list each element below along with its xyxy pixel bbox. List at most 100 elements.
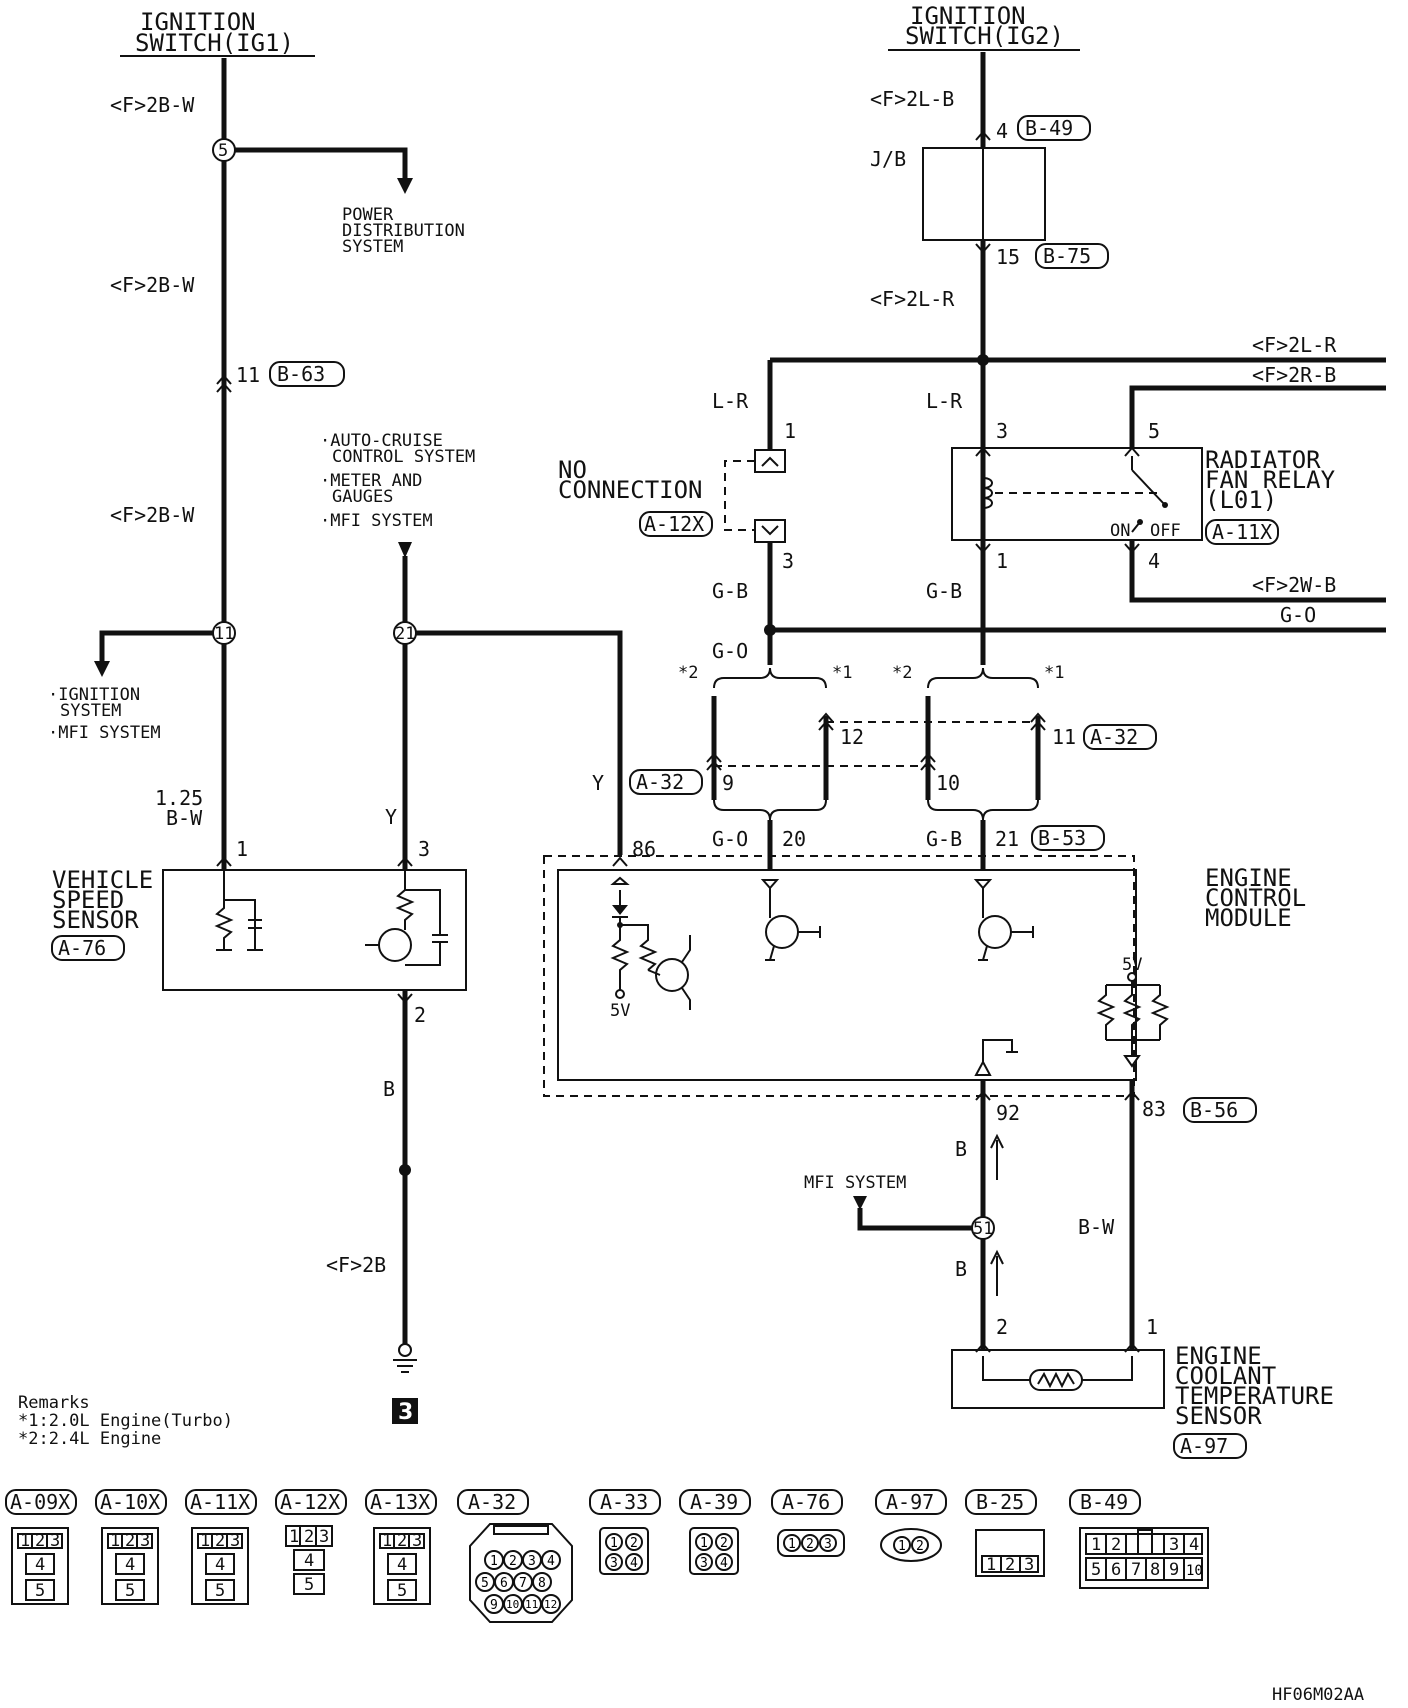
ignition-branch-wire [99,630,213,665]
mfi-label-left: ·MFI SYSTEM [48,723,161,743]
wire-size: 1.25 [155,786,203,810]
relay-switch-icon [1131,456,1168,533]
pin-number: 3 [996,419,1008,443]
pin-number: 9 [722,771,734,795]
no-connect-terminal-2 [754,519,786,543]
ecm-output-transistor-1 [760,879,821,961]
remark-2: *2:2.4L Engine [18,1429,161,1449]
legend-pin: 4 [35,1555,45,1575]
wire-label: <F>2L-B [870,87,954,111]
legend-pin: 3 [528,1554,536,1569]
connector-chevron-icon [975,543,991,554]
jb-label: J/B [870,147,906,171]
legend-pin: 2 [806,1537,814,1552]
legend-pin: 2 [35,1531,45,1551]
variant-mark: *1 [1044,663,1064,683]
legend-pin: 3 [50,1531,60,1551]
pin-number: 1 [784,419,796,443]
legend-pin: 1 [700,1536,708,1551]
legend-pin: 1 [898,1539,906,1554]
pin-number: 1 [236,837,248,861]
rfr-label-1: RADIATOR [1205,446,1321,474]
legend-pin: 3 [230,1531,240,1551]
legend-id: A-33 [600,1490,648,1514]
wire-label: G-O [712,639,748,663]
junction-label: 51 [973,1219,993,1239]
relay-off: OFF [1150,521,1181,541]
ground-icon [393,1343,417,1373]
legend-pin: 2 [720,1536,728,1551]
legend-b49-shape [1079,1527,1209,1589]
connector-chevron-icon [975,243,991,254]
variant-mark: *2 [892,663,912,683]
legend-pin: 4 [397,1555,407,1575]
wire-label: G-O [712,827,748,851]
pin-number: 1 [1146,1315,1158,1339]
legend-pin: 7 [519,1576,527,1591]
legend-pin: 4 [547,1554,555,1569]
ect-label-3: TEMPERATURE [1175,1382,1334,1410]
connector-chevron-icon [975,446,991,457]
connector-chevron-icon [1124,446,1140,457]
legend-a76-shape [777,1529,845,1557]
wire-label: <F>2B-W [110,273,195,297]
connector-id: B-49 [1025,116,1073,140]
pin-number: 5 [1148,419,1160,443]
ig2-title-1: IGNITION [910,2,1026,30]
connector-tag [51,935,125,961]
legend-pin: 3 [412,1531,422,1551]
coolant-sensor-box [951,1349,1165,1409]
power-dist-label-2: DISTRIBUTION [342,221,465,241]
legend-id: A-12X [280,1490,340,1514]
legend-id: A-76 [782,1490,830,1514]
pin-number: 20 [782,827,806,851]
legend-pin: 2 [1005,1555,1015,1575]
pin-number: 15 [996,245,1020,269]
pin-number: 21 [995,827,1019,851]
legend-pin: 1 [200,1531,210,1551]
legend-id: A-32 [468,1490,516,1514]
pin-number: 12 [840,725,864,749]
legend-pin: 3 [610,1556,618,1571]
legend-pin: 1 [110,1531,120,1551]
wire-label: B [955,1257,967,1281]
coolant-sensor-section: 92 83 B-56 B MFI SYSTEM 51 B-W B 2 1 ENG… [804,1080,1334,1459]
legend-pin: 4 [215,1555,225,1575]
wire-label: L-R [926,389,963,413]
connector-id: B-56 [1190,1098,1238,1122]
legend-pin: 2 [397,1531,407,1551]
legend-a97-shape [880,1528,942,1562]
power-dist-label-3: SYSTEM [342,237,403,257]
connector-tag [1183,1097,1257,1123]
legend-b25-shape [975,1529,1045,1577]
legend-pin: 2 [304,1527,314,1547]
connector-chevron-icon [761,456,779,467]
wire-label: B [955,1137,967,1161]
ground-number-badge [392,1398,418,1424]
wire-label: G-O [1280,603,1316,627]
legend-pin: 2 [125,1531,135,1551]
meter-label-1: ·METER AND [320,471,422,491]
legend-a09x-shape [11,1527,69,1605]
connector-chevron-icon [761,525,779,536]
connector-chevron-icon [216,856,232,867]
legend-pin: 5 [304,1575,314,1595]
legend-a11x-shape [191,1527,249,1605]
junction-label: 5 [218,141,228,161]
arrow-down-icon [94,661,110,677]
power-dist-label-1: POWER [342,205,394,225]
connector-id: A-32 [1090,725,1138,749]
connector-tag [1031,825,1105,851]
legend-pin: 6 [500,1576,508,1591]
vss-label-2: SPEED [52,886,124,914]
mfi-label-bottom: MFI SYSTEM [804,1173,906,1193]
ig1-title-1: IGNITION [140,8,256,36]
pin-number: 92 [996,1101,1020,1125]
connector-chevron-icon [975,130,991,141]
legend-pin: 3 [1024,1555,1034,1575]
legend-pin: 3 [140,1531,150,1551]
connector-chevron-icon [216,374,232,393]
legend-a12x-shape [285,1525,333,1595]
connector-tag [639,511,713,537]
wire-label: L-R [712,389,749,413]
